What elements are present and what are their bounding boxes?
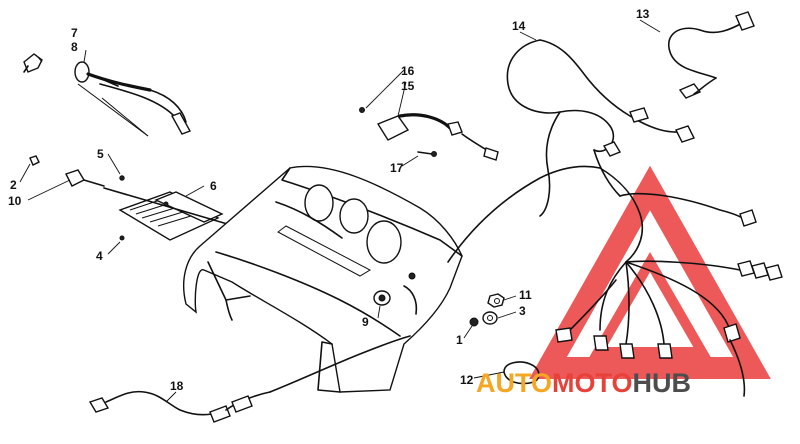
leader-lines	[19, 19, 661, 403]
part-5-screw	[119, 175, 125, 181]
part-17-bolt	[417, 151, 437, 157]
callout-17: 17	[390, 161, 404, 175]
watermark-part-auto: AUTO	[476, 368, 552, 398]
svg-text:AUTOMOTOHUB: AUTOMOTOHUB	[476, 368, 691, 398]
callout-8: 8	[71, 40, 78, 54]
part-8-switch-cable	[74, 61, 192, 137]
callout-18: 18	[170, 379, 184, 393]
callout-labels: 7 8 2 10 5 4 6 9 1 11 3 12 13 14 15 16 1…	[8, 7, 650, 393]
console-housing	[183, 165, 463, 393]
callout-3: 3	[519, 304, 526, 318]
part-12-ring-cable	[503, 361, 540, 385]
watermark-part-hub: HUB	[633, 368, 692, 398]
callout-13: 13	[636, 7, 650, 21]
watermark-text: AUTOMOTOHUB	[476, 368, 691, 398]
callout-10: 10	[8, 194, 22, 208]
callout-12: 12	[460, 373, 474, 387]
callout-5: 5	[97, 147, 104, 161]
part-13-cable	[667, 11, 755, 99]
part-7-connector	[23, 53, 43, 73]
callout-7: 7	[71, 26, 78, 40]
watermark-logo-icon	[529, 165, 771, 379]
part-16-screw	[359, 107, 365, 113]
part-3-washer	[482, 311, 498, 325]
watermark-part-moto: MOTO	[552, 368, 633, 398]
callout-14: 14	[512, 19, 526, 33]
callout-9: 9	[362, 315, 369, 329]
callout-16: 16	[401, 64, 415, 78]
part-9-switch	[373, 290, 391, 306]
part-11-nut	[487, 293, 505, 308]
part-6-bracket-plate	[118, 191, 224, 241]
part-15-bracket	[376, 113, 499, 161]
part-1-nut	[469, 317, 479, 327]
part-4-nut	[119, 235, 125, 241]
part-18-cable	[88, 335, 411, 423]
callout-1: 1	[456, 333, 463, 347]
part-14-harness	[506, 39, 695, 217]
callout-15: 15	[401, 79, 415, 93]
cable-main	[447, 165, 601, 263]
part-2-screw	[29, 155, 40, 166]
callout-2: 2	[10, 178, 17, 192]
main-harness	[555, 167, 783, 397]
callout-6: 6	[210, 179, 217, 193]
callout-11: 11	[519, 288, 532, 302]
part-10-knob	[65, 169, 105, 187]
callout-4: 4	[96, 249, 103, 263]
